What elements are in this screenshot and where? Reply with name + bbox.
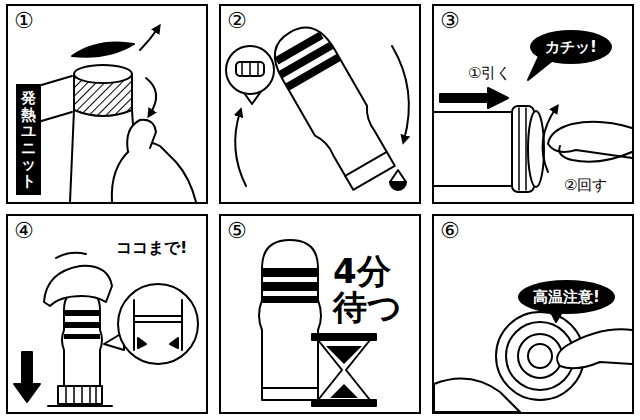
hand — [112, 143, 196, 202]
hand — [44, 266, 112, 306]
speech-bubble: 高温注意! — [518, 280, 615, 314]
zoom-mark — [138, 338, 178, 348]
peeled-foil — [72, 43, 134, 57]
hourglass-glass — [318, 340, 370, 400]
twist-arrow — [146, 78, 156, 114]
instruction-text: 4分待つ — [333, 254, 404, 325]
icon-detail — [242, 62, 258, 76]
bracket-line — [38, 76, 72, 122]
instruction-text: ココまで! — [116, 238, 187, 257]
cup-stripe — [64, 322, 100, 328]
cap-top — [74, 65, 132, 83]
tilted-cup — [264, 17, 400, 192]
instruction-text: ②回す — [564, 176, 607, 194]
base — [58, 386, 102, 404]
step-number: ① — [14, 10, 34, 32]
cup-body — [62, 290, 102, 386]
motion-line — [56, 253, 86, 258]
step-number: ③ — [440, 10, 460, 32]
heat-unit — [518, 334, 562, 378]
cup-stripe — [64, 310, 100, 316]
label-text: 発熱ユニット — [21, 90, 36, 189]
step-panel: ⑥ 高温注意! — [432, 214, 634, 414]
drip-symbol — [390, 170, 406, 190]
icon-circle — [226, 46, 274, 94]
base-ribs — [66, 386, 96, 404]
horizontal-cup — [434, 54, 632, 192]
cup-stripe — [262, 268, 318, 277]
part-label: 発熱ユニット — [16, 84, 41, 195]
floor-line — [48, 405, 112, 407]
cup-stripe — [262, 296, 318, 303]
cup-base — [262, 387, 318, 389]
peel-arrow — [140, 28, 158, 50]
rotate-arrow — [392, 46, 409, 140]
hot-cap-scene — [434, 302, 632, 412]
step-panel: ② — [219, 4, 421, 204]
cup-stripe — [285, 54, 341, 91]
icon-unit — [236, 62, 264, 76]
heat-unit — [528, 344, 552, 368]
cup-stripe — [274, 31, 323, 64]
cup-body — [264, 17, 400, 192]
pull-arrow — [440, 88, 508, 108]
turn-arrow — [543, 108, 556, 172]
drip-top — [390, 170, 406, 182]
down-arrow — [14, 352, 40, 402]
cap-ribs — [519, 108, 526, 190]
zoom-circle — [118, 284, 198, 364]
cup-stripe — [64, 334, 100, 339]
hourglass-cap — [312, 400, 376, 406]
drip-bottom — [390, 182, 406, 190]
step-panel: ③ ①引く ②回す カチッ! — [432, 4, 634, 204]
hourglass-sand — [326, 346, 362, 398]
cup-stripe — [262, 282, 318, 291]
step-panel: ⑤ 4分待つ — [219, 214, 421, 414]
step-panel: ① 発熱ユニット — [6, 4, 208, 204]
heat-unit-cup — [38, 28, 196, 202]
bubble-text: カチッ! — [545, 38, 597, 56]
cup-body — [434, 112, 512, 186]
instruction-text: ①引く — [468, 64, 511, 82]
thumb — [127, 120, 156, 152]
step-number: ④ — [14, 220, 34, 242]
cup-base — [345, 152, 387, 176]
step-number: ② — [227, 10, 247, 32]
rotate-arrow — [235, 112, 246, 186]
speech-bubble: カチッ! — [530, 30, 612, 64]
bubble-text: 高温注意! — [533, 288, 600, 306]
zoom-detail — [134, 300, 182, 350]
hourglass-cap — [312, 334, 376, 340]
press-scene — [14, 253, 198, 406]
step-number: ⑥ — [440, 220, 460, 242]
step-number: ⑤ — [227, 220, 247, 242]
thumb — [559, 146, 632, 162]
cup-body — [259, 240, 321, 400]
finger — [557, 329, 632, 368]
detail-icon — [226, 46, 274, 104]
step-panel: ④ ココまで! — [6, 214, 208, 414]
